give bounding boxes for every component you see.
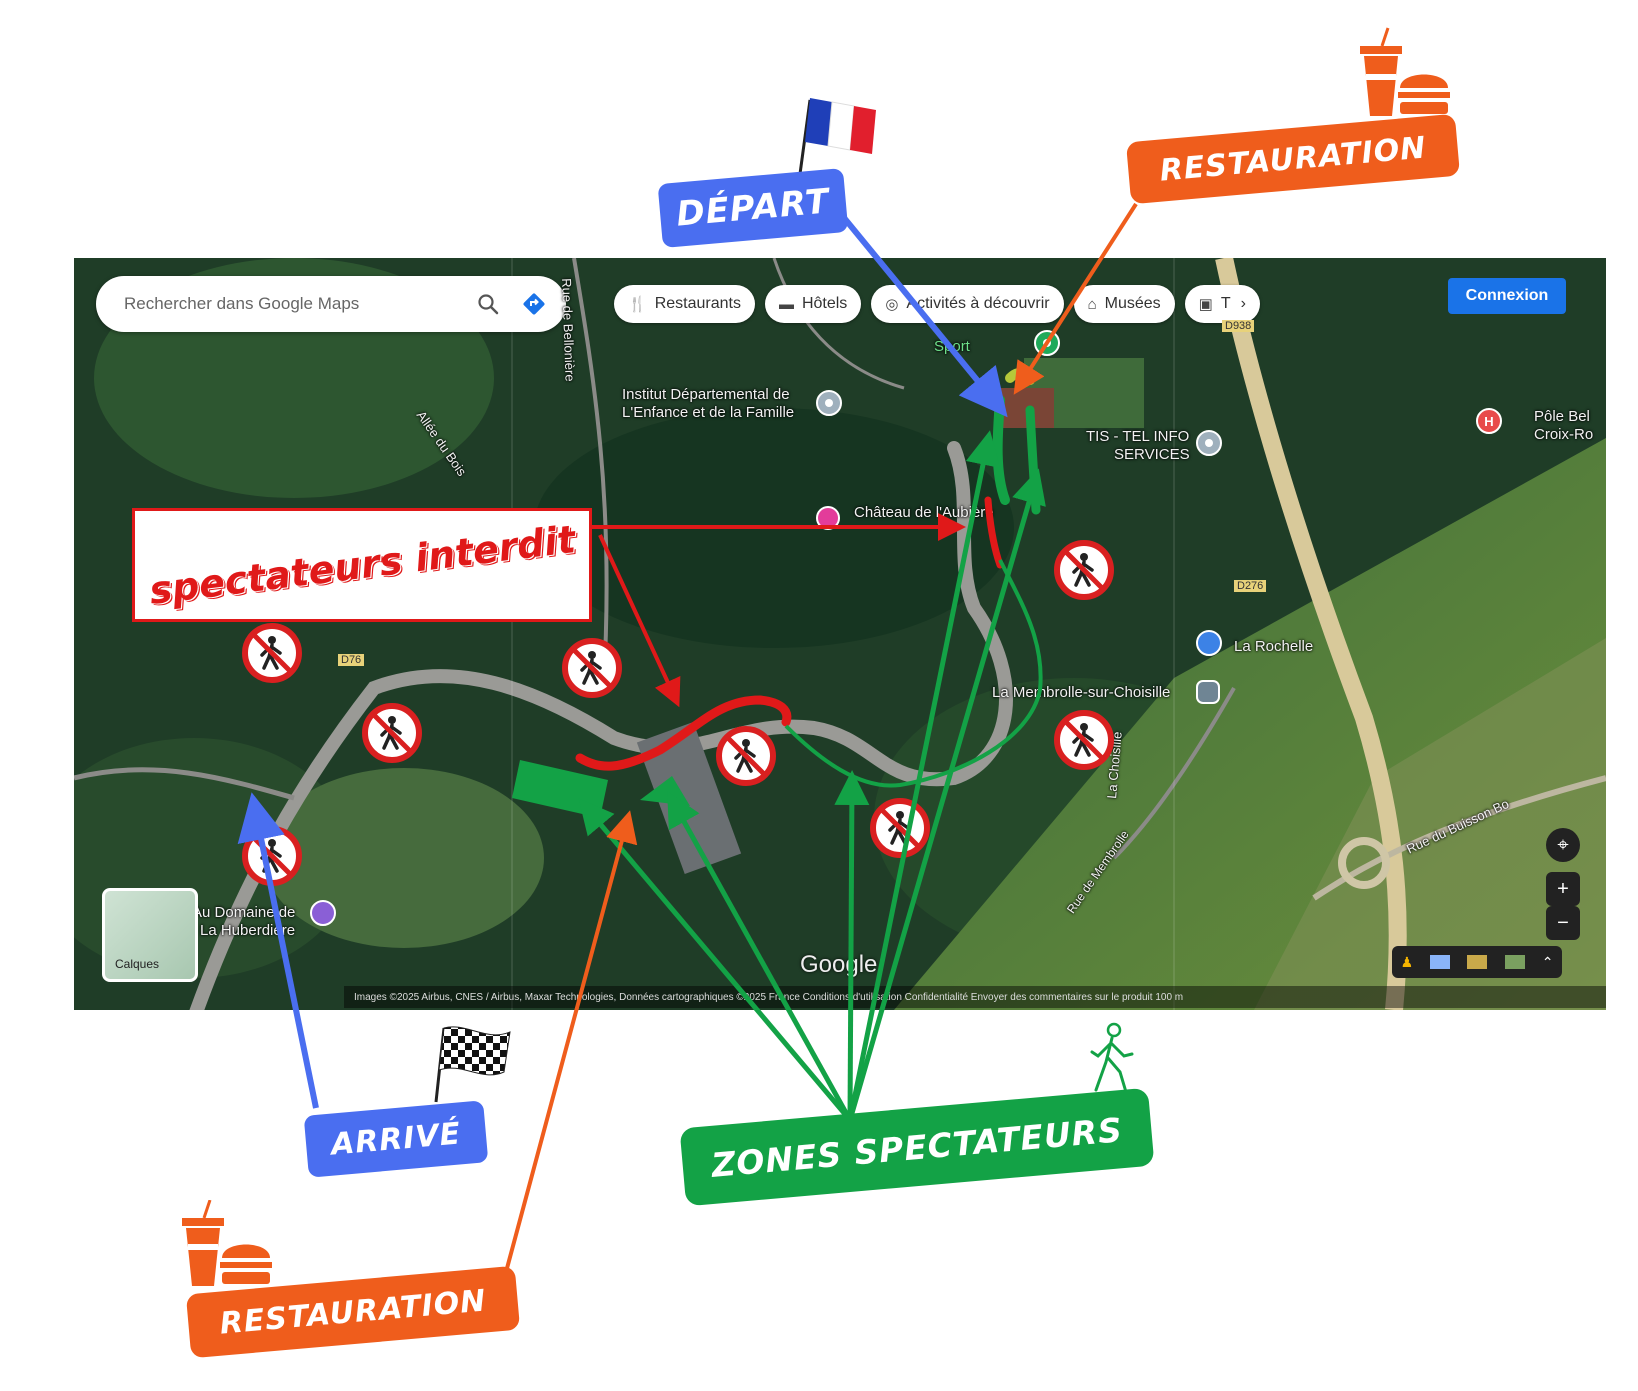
no-pedestrian-icon: [362, 703, 422, 763]
place-label: La Rochelle: [1234, 638, 1314, 655]
street-view-bar[interactable]: ♟ ⌃: [1392, 946, 1562, 978]
chip-restaurants[interactable]: 🍴Restaurants: [614, 285, 755, 323]
no-spectators-label: spectateurs interdit: [146, 517, 578, 613]
road-shield: D938: [1222, 320, 1255, 332]
poi-label: La Huberdière: [200, 922, 296, 939]
imagery-thumb-icon[interactable]: [1430, 955, 1451, 969]
shop-pin-icon[interactable]: [1194, 628, 1224, 658]
no-pedestrian-icon: [562, 638, 622, 698]
poi-label: Institut Départemental de: [622, 386, 790, 403]
category-chips: 🍴Restaurants ▬Hôtels ◎Activités à découv…: [614, 285, 1260, 323]
food-drink-icon: [1360, 27, 1450, 116]
no-pedestrian-icon: [242, 623, 302, 683]
no-pedestrian-icon: [1054, 710, 1114, 770]
chip-activities[interactable]: ◎Activités à découvrir: [871, 285, 1064, 323]
satellite-map[interactable]: Rechercher dans Google Maps 🍴Restaurants…: [74, 258, 1606, 1010]
poi-label: Château de l'Aubière: [854, 504, 994, 521]
food-drink-icon: [182, 1200, 272, 1286]
camera-icon: ◎: [885, 296, 899, 313]
museum-icon: ⌂: [1087, 295, 1097, 313]
google-logo: Google: [800, 951, 878, 978]
zoom-out-button[interactable]: −: [1546, 906, 1580, 940]
imagery-thumb-icon[interactable]: [1504, 955, 1525, 969]
chevron-up-icon[interactable]: ⌃: [1541, 953, 1554, 970]
search-bar[interactable]: Rechercher dans Google Maps: [96, 276, 566, 332]
finish-label: ARRIVÉ: [303, 1100, 489, 1178]
no-spectators-box: spectateurs interdit: [132, 508, 592, 622]
walking-person-icon: [1090, 1022, 1134, 1094]
svg-text:H: H: [1484, 414, 1493, 429]
no-pedestrian-icon: [870, 798, 930, 858]
info-pin-icon[interactable]: [814, 388, 844, 418]
road-shield: D276: [1234, 580, 1267, 592]
transit-icon: ▣: [1198, 296, 1213, 313]
place-pin-icon[interactable]: [308, 898, 338, 928]
place-label: La Membrolle-sur-Choisille: [992, 684, 1171, 701]
poi-label: Croix-Ro: [1534, 426, 1594, 443]
search-input[interactable]: Rechercher dans Google Maps: [124, 294, 360, 313]
map-footer: Images ©2025 Airbus, CNES / Airbus, Maxa…: [344, 986, 1606, 1008]
directions-icon[interactable]: [520, 290, 548, 318]
spectator-zones-label: ZONES SPECTATEURS: [679, 1087, 1155, 1207]
chevron-right-icon[interactable]: ›: [1240, 295, 1246, 312]
french-flag-icon: [798, 98, 876, 175]
zoom-in-button[interactable]: +: [1546, 872, 1580, 906]
bus-pin-icon[interactable]: [1194, 678, 1222, 706]
layers-button[interactable]: Calques: [102, 888, 198, 982]
restaurant-icon: 🍴: [628, 296, 647, 313]
poi-label: SERVICES: [1114, 446, 1190, 463]
imagery-thumb-icon[interactable]: [1467, 955, 1488, 969]
bed-icon: ▬: [778, 295, 794, 313]
no-pedestrian-icon: [1054, 540, 1114, 600]
no-pedestrian-icon: [716, 726, 776, 786]
poi-label: Sport: [934, 338, 970, 355]
chip-museums[interactable]: ⌂Musées: [1073, 285, 1175, 323]
start-label: DÉPART: [657, 168, 849, 248]
chip-transit[interactable]: ▣T›: [1184, 285, 1260, 323]
poi-label: L'Enfance et de la Famille: [622, 404, 795, 421]
info-pin-icon[interactable]: [1194, 428, 1224, 458]
search-icon[interactable]: [474, 290, 502, 318]
poi-label: Pôle Bel: [1534, 408, 1590, 425]
chip-hotels[interactable]: ▬Hôtels: [764, 285, 862, 323]
poi-label: Au Domaine de: [192, 904, 296, 921]
checkered-flag-icon: [434, 1026, 511, 1103]
pegman-icon[interactable]: ♟: [1400, 953, 1414, 970]
no-pedestrian-icon: [242, 826, 302, 886]
map-terrain: [74, 258, 1606, 1010]
hotel-pin-icon[interactable]: [814, 504, 842, 532]
my-location-button[interactable]: ⌖: [1546, 828, 1580, 862]
poi-label: TIS - TEL INFO: [1086, 428, 1190, 445]
road-shield: D76: [338, 654, 365, 666]
login-button[interactable]: Connexion: [1448, 278, 1566, 314]
hospital-pin-icon[interactable]: H: [1474, 406, 1504, 436]
sport-pin-icon[interactable]: [1032, 328, 1062, 358]
food-label-top: RESTAURATION: [1125, 113, 1461, 205]
